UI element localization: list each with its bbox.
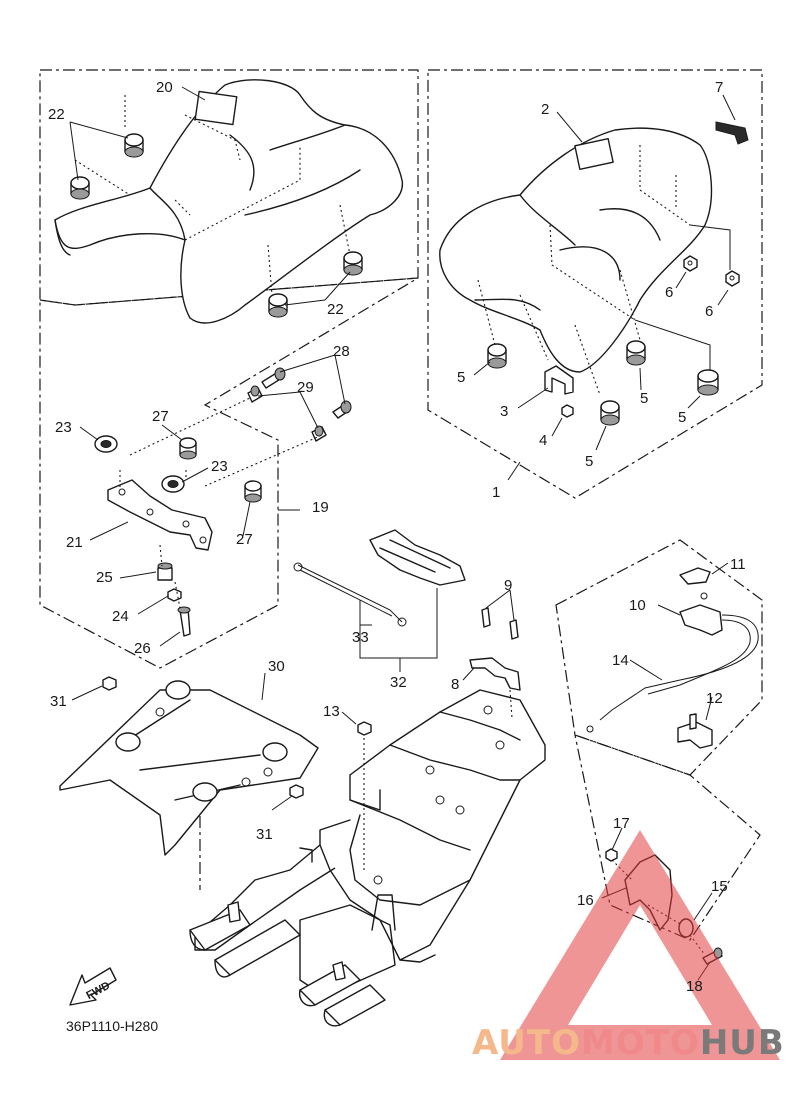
callout-labels: 1 2 3 4 5 5 5 5 6 6 7 8 9 10 11 12 13 14…: [48, 79, 746, 995]
callout-18: 18: [686, 978, 703, 995]
watermark-hub: HUB: [700, 1023, 785, 1063]
callout-6-b: 6: [705, 303, 713, 320]
seat-bracket-group-box: [39, 277, 419, 669]
passenger-seat: [439, 127, 713, 396]
seat-bracket-21: [107, 479, 213, 551]
callout-10: 10: [629, 597, 646, 614]
rear-frame: [189, 689, 546, 1027]
callout-8: 8: [451, 676, 459, 693]
callout-1: 1: [492, 484, 500, 501]
passenger-seat-group-box: [427, 69, 763, 499]
watermark-moto: MOTO: [581, 1023, 700, 1063]
callout-22-a: 22: [48, 106, 65, 123]
bracket-3: [544, 365, 574, 395]
callout-26: 26: [134, 640, 151, 657]
callout-20: 20: [156, 79, 173, 96]
callout-14: 14: [612, 652, 629, 669]
callout-21: 21: [66, 534, 83, 551]
callout-31-b: 31: [256, 826, 273, 843]
damper-22-set: [70, 133, 363, 318]
callout-32: 32: [390, 674, 407, 691]
callout-5-d: 5: [585, 453, 593, 470]
fwd-arrow-icon: FWD: [69, 967, 117, 1006]
callout-22-b: 22: [327, 301, 344, 318]
callout-3: 3: [500, 403, 508, 420]
watermark-text: AUTOMOTOHUB: [472, 1023, 785, 1063]
callout-33: 33: [352, 629, 369, 646]
callout-23-b: 23: [211, 458, 228, 475]
callout-6-a: 6: [665, 284, 673, 301]
callout-11: 11: [730, 556, 746, 573]
rider-seat-group-box: [39, 69, 419, 306]
callout-16: 16: [577, 892, 594, 909]
seat-lock-10: [679, 604, 723, 636]
callout-28: 28: [333, 343, 350, 360]
callout-31-a: 31: [50, 693, 67, 710]
callout-12: 12: [706, 690, 723, 707]
callout-27-b: 27: [236, 531, 253, 548]
damper-5-set: [487, 340, 719, 426]
callout-13: 13: [323, 703, 340, 720]
callout-5-a: 5: [457, 369, 465, 386]
rear-bracket-group-box: [574, 734, 761, 941]
callout-29: 29: [297, 379, 314, 396]
callout-2: 2: [541, 101, 549, 118]
callout-5-c: 5: [678, 409, 686, 426]
diagram-code: 36P1110-H280: [66, 1018, 158, 1034]
callout-15: 15: [711, 878, 728, 895]
callout-24: 24: [112, 608, 129, 625]
callout-25: 25: [96, 569, 113, 586]
seat-lock-group-box: [555, 539, 763, 776]
callout-5-b: 5: [640, 390, 648, 407]
callout-23-a: 23: [55, 419, 72, 436]
seat-strap-32: [369, 529, 466, 586]
callout-30: 30: [268, 658, 285, 675]
callout-7: 7: [715, 79, 723, 96]
callout-17: 17: [613, 815, 630, 832]
rider-seat: [54, 79, 404, 324]
seat-hook-7: [715, 121, 749, 145]
watermark-logo: [500, 830, 780, 1060]
callout-27-a: 27: [152, 408, 169, 425]
callout-4: 4: [539, 432, 547, 449]
fender-bracket-30: [59, 680, 319, 856]
watermark-triangle-icon: [500, 830, 780, 1060]
callout-19: 19: [312, 499, 329, 516]
watermark-auto: AUTO: [472, 1023, 581, 1063]
callout-9: 9: [504, 577, 512, 594]
